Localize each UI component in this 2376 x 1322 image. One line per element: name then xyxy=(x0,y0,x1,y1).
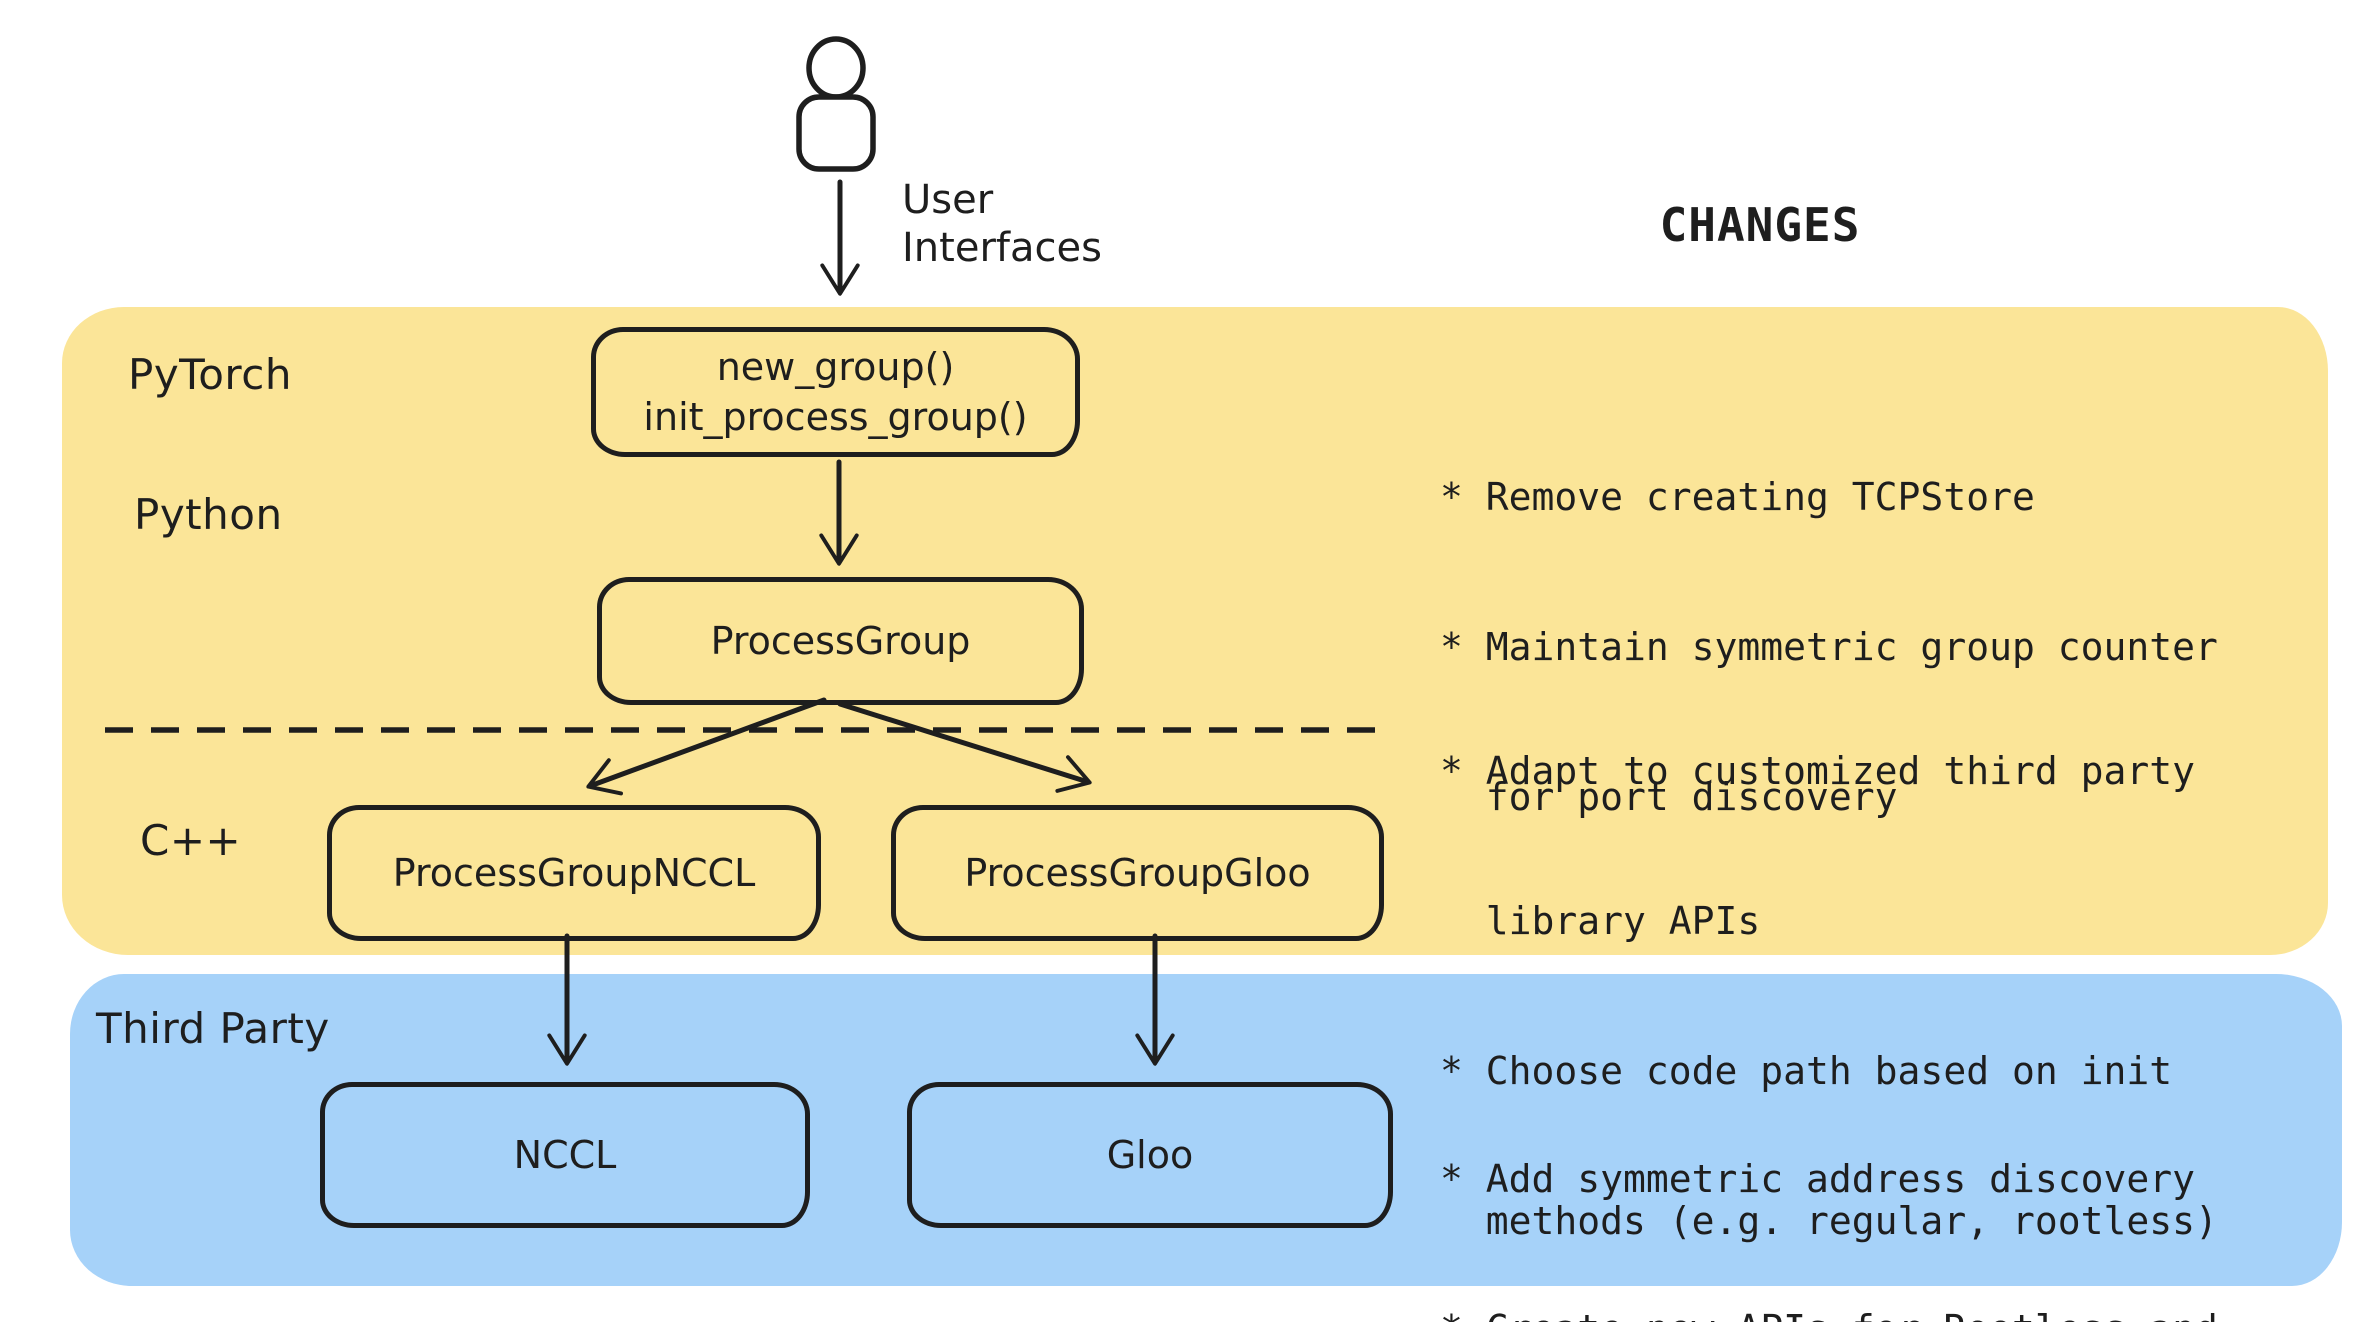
user-interfaces-line1: User xyxy=(902,177,994,223)
changes-title: CHANGES xyxy=(1659,198,1861,252)
node-user-api: new_group() init_process_group() xyxy=(591,327,1080,457)
node-nccl: NCCL xyxy=(320,1082,810,1228)
note-line: * Add symmetric address discovery xyxy=(1440,1157,2195,1201)
node-processgroupnccl: ProcessGroupNCCL xyxy=(327,805,821,941)
changes-notes-third-party: * Add symmetric address discovery * Crea… xyxy=(1440,1054,2218,1322)
user-interfaces-line2: Interfaces xyxy=(902,225,1102,271)
node-processgroup-label: ProcessGroup xyxy=(710,619,971,663)
node-gloo: Gloo xyxy=(907,1082,1393,1228)
note-line: * Maintain symmetric group counter xyxy=(1440,625,2218,669)
node-processgroup: ProcessGroup xyxy=(597,577,1084,705)
pytorch-region xyxy=(62,307,2328,955)
note-line: library APIs xyxy=(1440,899,1761,943)
node-gloo-label: Gloo xyxy=(1106,1133,1194,1177)
note-line: methods (e.g. regular, rootless) xyxy=(1440,1199,2218,1243)
note-line: * Create new APIs for Rootless and xyxy=(1440,1304,2218,1322)
note-line: * Adapt to customized third party xyxy=(1440,749,2195,793)
changes-notes-pytorch-python: * Remove creating TCPStore * Maintain sy… xyxy=(1440,372,2218,922)
cpp-layer-label: C++ xyxy=(140,816,242,865)
changes-notes-cpp: * Adapt to customized third party librar… xyxy=(1440,646,2218,1322)
python-layer-label: Python xyxy=(134,490,283,539)
person-body xyxy=(796,94,876,172)
node-processgroupnccl-label: ProcessGroupNCCL xyxy=(392,851,756,895)
node-processgroupgloo-label: ProcessGroupGloo xyxy=(964,851,1311,895)
third-party-region xyxy=(70,974,2342,1286)
person-icon xyxy=(796,36,876,172)
note-line: * Remove creating TCPStore xyxy=(1440,475,2035,519)
note-line: for port discovery xyxy=(1440,775,1898,819)
node-user-api-line2: init_process_group() xyxy=(643,395,1028,439)
node-nccl-label: NCCL xyxy=(513,1133,617,1177)
user-interfaces-label: User Interfaces xyxy=(902,176,1102,272)
node-user-api-line1: new_group() xyxy=(716,345,955,389)
person-head xyxy=(806,36,866,100)
note-line: * Choose code path based on init xyxy=(1440,1049,2173,1093)
third-party-layer-label: Third Party xyxy=(96,1004,330,1053)
node-processgroupgloo: ProcessGroupGloo xyxy=(891,805,1384,941)
pytorch-layer-label: PyTorch xyxy=(128,350,292,399)
